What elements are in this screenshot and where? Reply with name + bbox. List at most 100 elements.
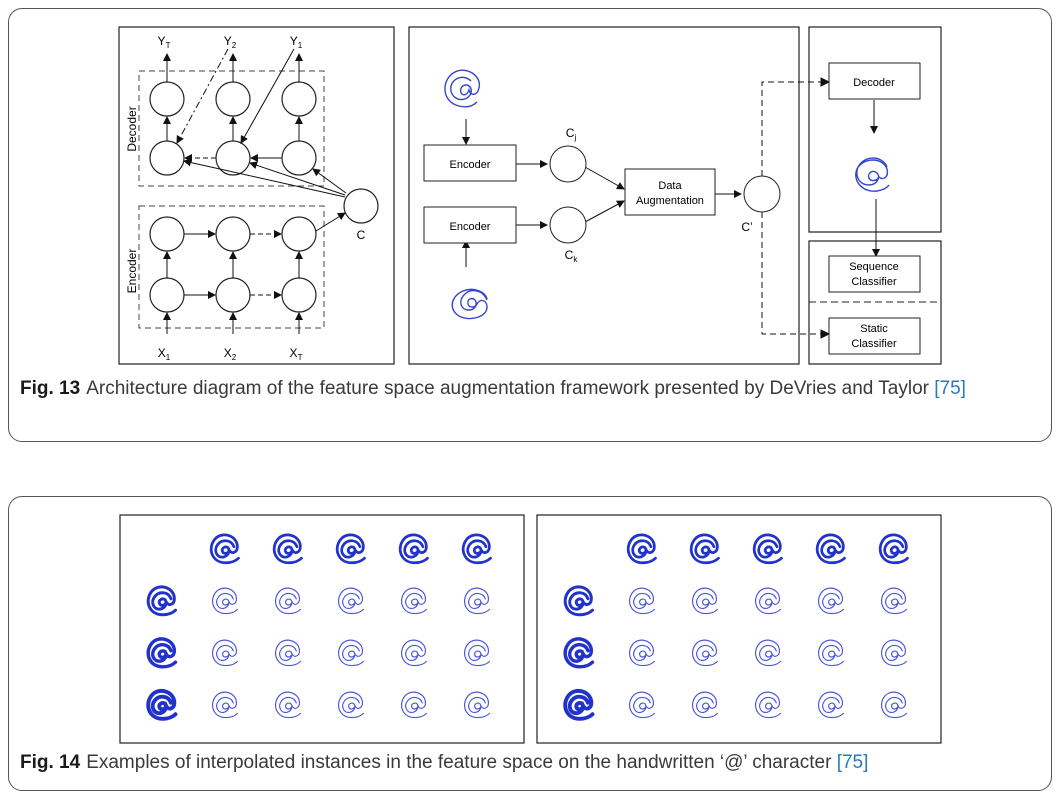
handwritten-at-glyph-p1-r4-c5	[401, 691, 428, 719]
data-augmentation-label-2: Augmentation	[636, 195, 704, 207]
input-x-1-sub: 1	[166, 353, 171, 362]
routing-arrowheads	[820, 77, 831, 339]
handwritten-at-glyph-p1-r3-c2	[212, 639, 239, 667]
handwritten-at-glyph-p1-r3-c6	[464, 639, 491, 667]
interpolation-panel-right	[536, 514, 942, 744]
output-y-1-sub: 1	[298, 41, 303, 50]
handwritten-at-glyph-p2-r2-c2	[629, 587, 656, 615]
svg-text:Y1: Y1	[290, 34, 303, 50]
ck-label: Ck	[565, 248, 579, 264]
output-y-2: Y	[224, 34, 232, 48]
routing-lines	[761, 81, 821, 335]
handwritten-at-glyph-p2-r4-c5	[818, 691, 845, 719]
input-labels: X1 X2 XT	[158, 346, 303, 362]
figure-14-caption-text: Examples of interpolated instances in th…	[86, 752, 832, 773]
decoder-dashed-box	[138, 70, 325, 187]
handwritten-at-glyph-p2-r3-c5	[818, 639, 845, 667]
handwritten-at-glyph-p2-r4-c4	[755, 691, 782, 719]
input-x-t: X	[290, 346, 298, 360]
handwritten-at-icon-output	[855, 157, 890, 192]
output-y-t: Y	[158, 34, 166, 48]
figure-13-diagram: Decoder Encoder C	[118, 26, 942, 365]
handwritten-at-glyph-p1-r3-c5	[401, 639, 428, 667]
input-x-2-sub: 2	[232, 353, 237, 362]
handwritten-at-glyph-p1-r2-c5	[401, 587, 428, 615]
handwritten-at-glyph-p1-r4-c6	[464, 691, 491, 719]
sequence-classifier-box	[828, 255, 921, 293]
handwritten-at-glyph-p2-r2-c3	[692, 587, 719, 615]
handwritten-at-glyph-p1-r2-c3	[275, 587, 302, 615]
input-x-t-sub: T	[298, 353, 303, 362]
handwritten-at-glyph-p1-r4-c3	[275, 691, 302, 719]
handwritten-at-glyph-p2-r4-c1	[563, 688, 595, 721]
svg-text:XT: XT	[290, 346, 303, 362]
figure-13-caption-text: Architecture diagram of the feature spac…	[86, 378, 929, 399]
interpolation-panel-left	[119, 514, 525, 744]
figure-14-label: Fig. 14	[20, 752, 81, 773]
handwritten-at-glyph-p1-r2-c2	[212, 587, 239, 615]
input-x-1: X	[158, 346, 166, 360]
static-classifier-box	[828, 317, 921, 355]
input-x-2: X	[224, 346, 232, 360]
handwritten-at-glyph-p2-r1-c4	[752, 533, 783, 565]
cj-node	[549, 145, 587, 183]
c-prime-label: C’	[741, 220, 752, 234]
handwritten-at-glyph-p2-r3-c4	[755, 639, 782, 667]
decoder-box-label: Decoder	[853, 77, 895, 89]
augmentation-panel	[408, 26, 800, 365]
svg-text:X2: X2	[224, 346, 237, 362]
svg-text:X1: X1	[158, 346, 171, 362]
figure-14-reference-link[interactable]: [75]	[836, 752, 869, 773]
data-augmentation-label-1: Data	[658, 180, 682, 192]
handwritten-at-glyph-p1-r3-c3	[275, 639, 302, 667]
handwritten-at-glyph-p2-r2-c4	[755, 587, 782, 615]
figure-13: Decoder Encoder C	[8, 8, 1052, 442]
handwritten-at-glyph-p2-r4-c6	[881, 691, 908, 719]
handwritten-at-glyph-p2-r3-c3	[692, 639, 719, 667]
handwritten-at-glyph-p1-r2-c6	[464, 587, 491, 615]
handwritten-at-glyph-p1-r3-c4	[338, 639, 365, 667]
handwritten-at-glyph-p1-r4-c2	[212, 691, 239, 719]
output-y-1: Y	[290, 34, 298, 48]
output-y-2-sub: 2	[232, 41, 237, 50]
data-augmentation-box	[624, 168, 716, 216]
encoder-box-top	[423, 144, 517, 182]
static-classifier-label-2: Classifier	[851, 338, 897, 350]
svg-text:YT: YT	[158, 34, 171, 50]
handwritten-at-glyph-p2-r2-c6	[881, 587, 908, 615]
handwritten-at-glyph-p1-r1-c4	[335, 533, 366, 565]
svg-text:Y2: Y2	[224, 34, 237, 50]
encoder-vertical-label: Encoder	[125, 249, 139, 294]
encoder-box-bottom-label: Encoder	[450, 221, 491, 233]
handwritten-at-glyph-p2-r1-c6	[878, 533, 909, 565]
c-prime-node	[743, 175, 781, 213]
handwritten-at-glyph-p1-r1-c5	[398, 533, 429, 565]
encoder-box-top-label: Encoder	[450, 159, 491, 171]
handwritten-at-glyph-p1-r1-c3	[272, 533, 303, 565]
handwritten-at-glyph-p2-r3-c6	[881, 639, 908, 667]
encoder-dashed-box	[138, 205, 325, 329]
handwritten-at-glyph-p2-r2-c5	[818, 587, 845, 615]
decoder-vertical-label: Decoder	[125, 106, 139, 151]
figure-13-reference-link[interactable]: [75]	[934, 378, 966, 399]
sequence-classifier-label-1: Sequence	[849, 261, 899, 273]
interpolation-grid	[119, 514, 942, 744]
decoder-panel	[808, 26, 942, 233]
handwritten-at-glyph-p1-r2-c1	[146, 585, 177, 617]
seq2seq-panel	[118, 26, 395, 365]
static-classifier-label-1: Static	[860, 323, 888, 335]
handwritten-at-glyph-p2-r3-c1	[563, 637, 595, 669]
output-y-t-sub: T	[166, 41, 171, 50]
encoder-box-bottom	[423, 206, 517, 244]
handwritten-at-glyph-p1-r1-c6	[461, 533, 492, 565]
handwritten-at-icon-top	[444, 69, 481, 108]
handwritten-at-glyph-p2-r4-c3	[692, 691, 719, 719]
handwritten-at-glyph-p2-r1-c2	[626, 533, 657, 565]
output-labels: YT Y2 Y1	[158, 34, 303, 50]
handwritten-at-glyph-p1-r4-c1	[146, 688, 178, 721]
handwritten-at-glyph-p1-r1-c2	[209, 533, 240, 565]
handwritten-at-glyph-p1-r3-c1	[146, 637, 178, 669]
